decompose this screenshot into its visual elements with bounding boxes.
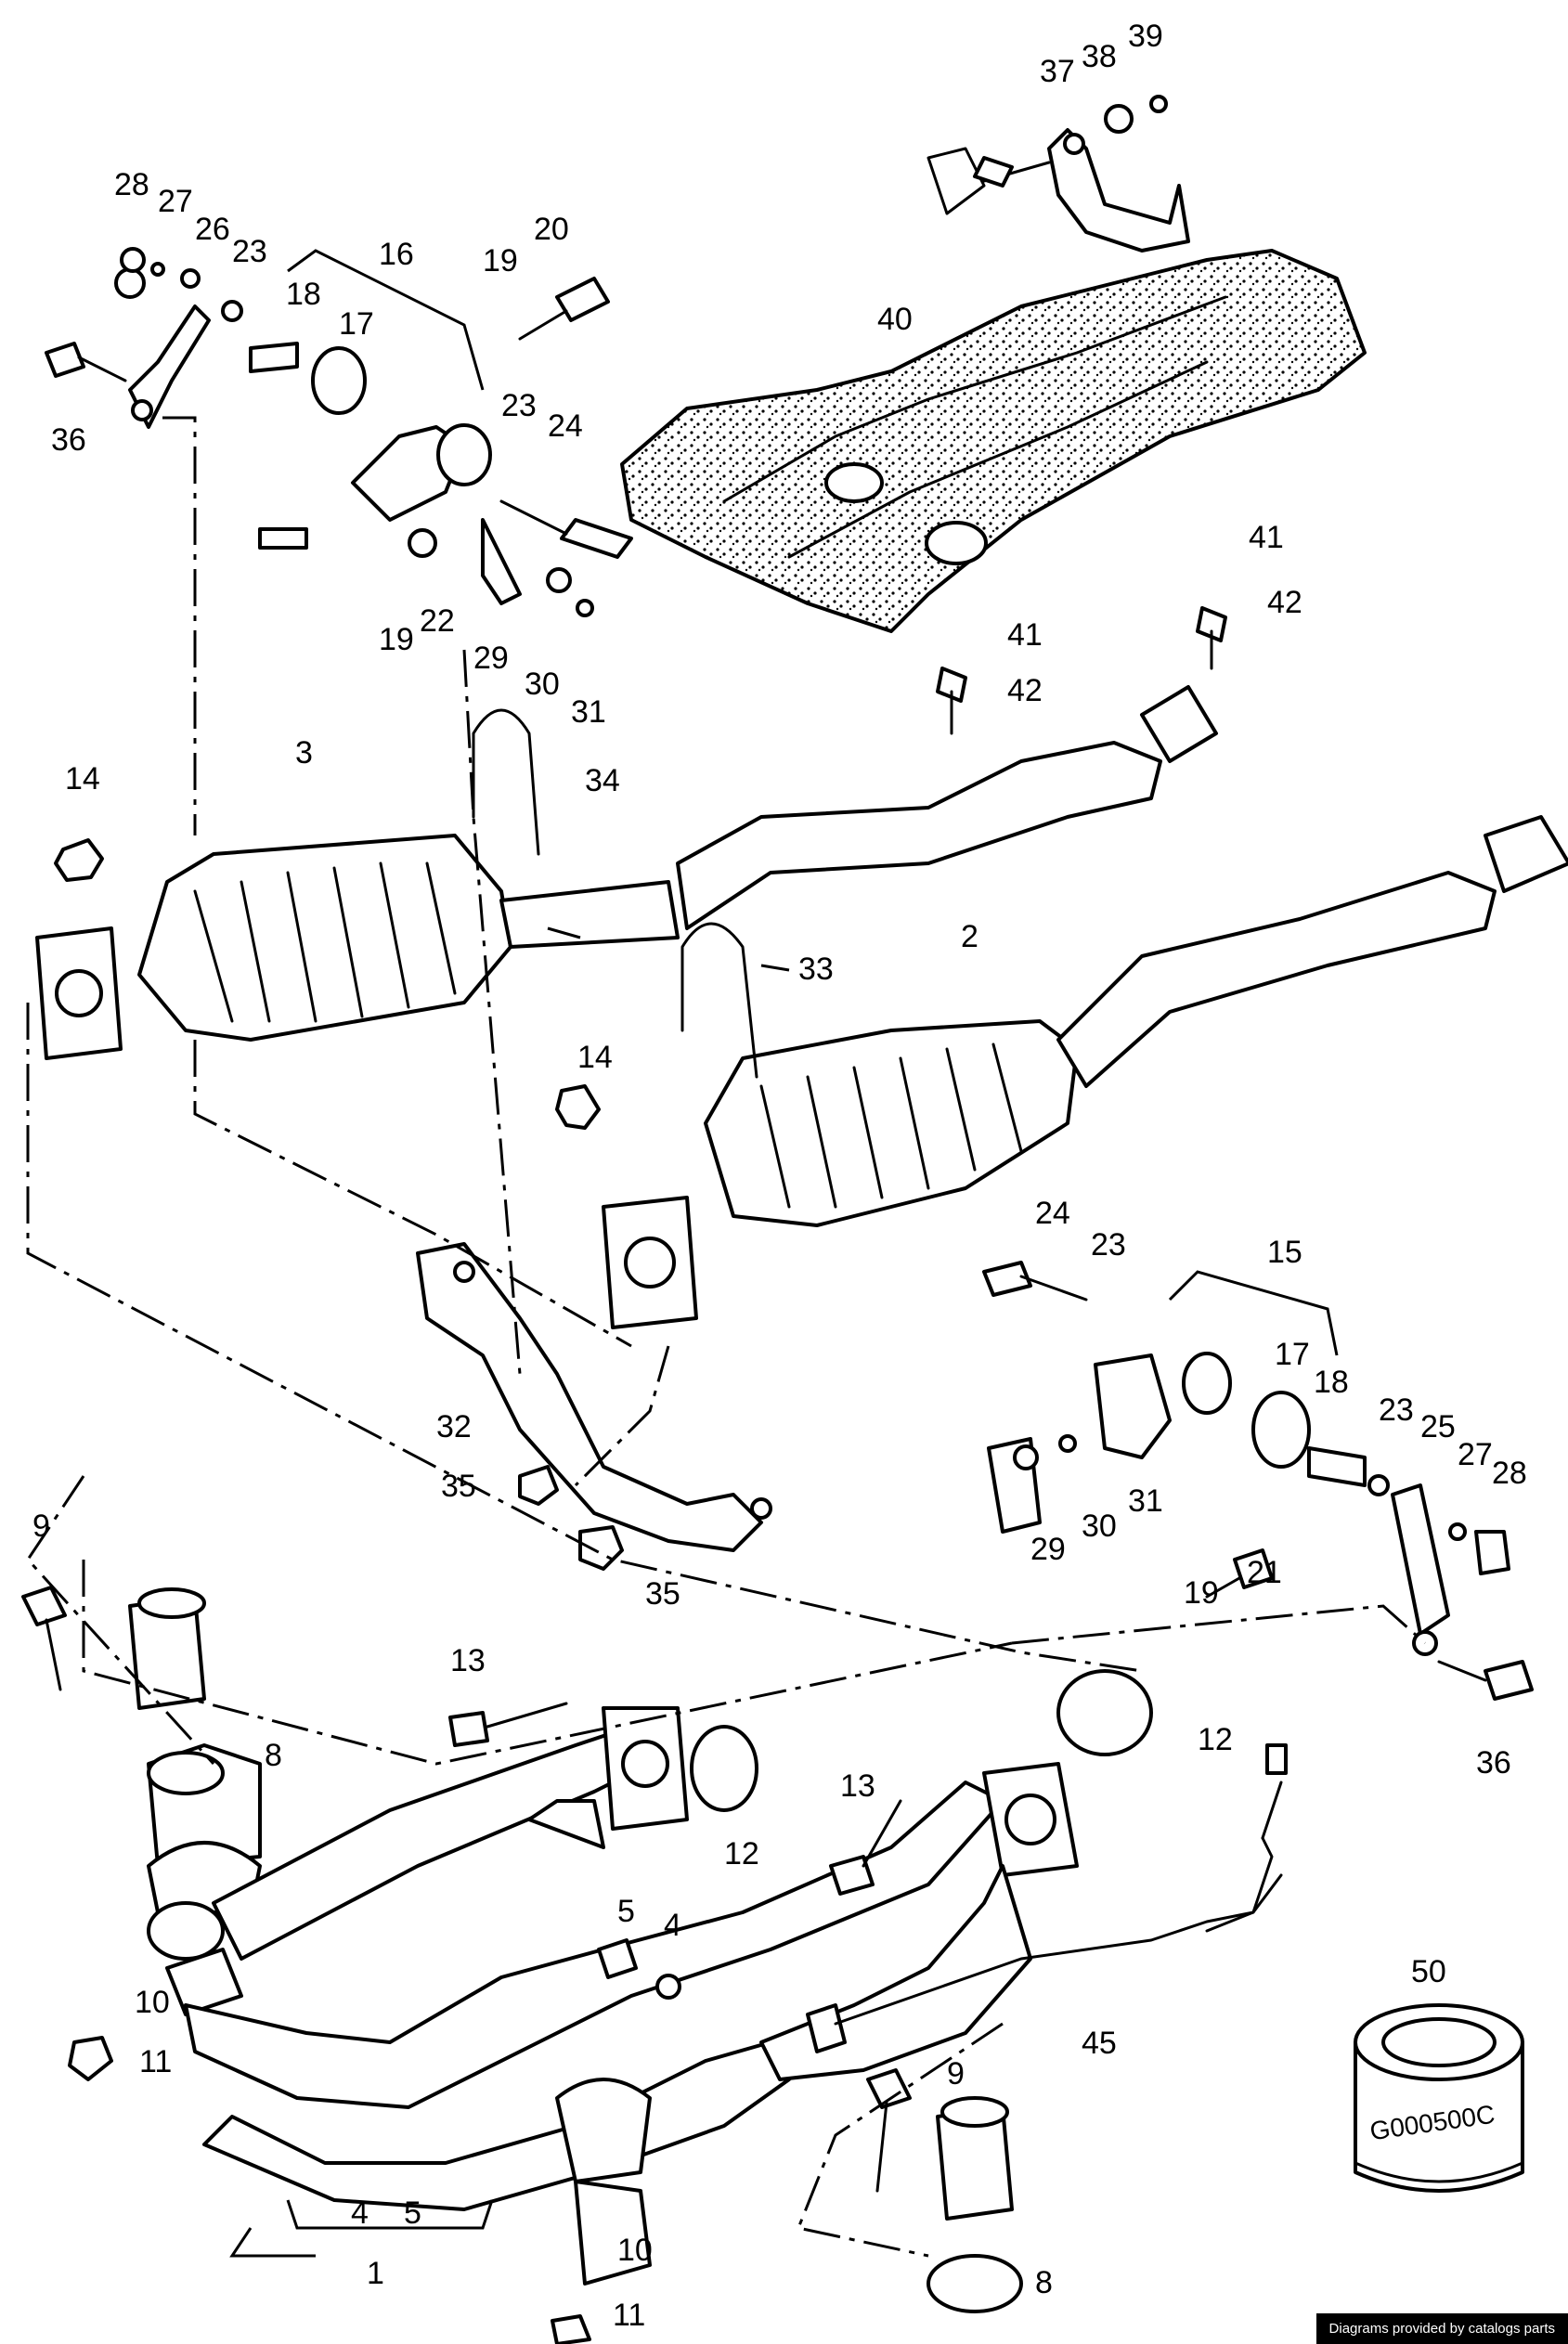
- callout-40: 40: [877, 302, 913, 337]
- callout-18: 18: [1314, 1365, 1349, 1400]
- heat-shield: [620, 249, 1367, 633]
- callout-50: 50: [1411, 1954, 1446, 1989]
- u-bolt-33: [680, 922, 758, 1079]
- callout-19: 19: [483, 243, 518, 278]
- callout-42: 42: [1267, 585, 1302, 620]
- callout-32: 32: [436, 1409, 472, 1444]
- callout-30: 30: [1082, 1509, 1117, 1544]
- callout-31: 31: [571, 694, 606, 730]
- callout-14: 14: [577, 1040, 613, 1075]
- callout-36: 36: [1476, 1745, 1511, 1781]
- callout-30: 30: [525, 667, 560, 702]
- callout-12: 12: [724, 1836, 759, 1871]
- callout-26: 26: [195, 212, 230, 247]
- callout-8: 8: [1035, 2265, 1053, 2300]
- callout-4: 4: [664, 1908, 681, 1943]
- callout-38: 38: [1082, 39, 1117, 74]
- product-can-50: [1354, 2003, 1524, 2193]
- callout-27: 27: [1458, 1437, 1493, 1472]
- callout-17: 17: [1275, 1337, 1310, 1372]
- callout-10: 10: [135, 1985, 170, 2020]
- mounting-bracket-37: [927, 95, 1190, 253]
- callout-23: 23: [232, 234, 267, 269]
- callout-21: 21: [1247, 1555, 1282, 1590]
- callout-13: 13: [840, 1768, 875, 1804]
- callout-29: 29: [1030, 1532, 1066, 1567]
- callout-27: 27: [158, 184, 193, 219]
- bolts-top-left: [45, 156, 1227, 735]
- callout-11: 11: [139, 2044, 172, 2079]
- callout-28: 28: [114, 167, 149, 202]
- front-pipe-assembly-1: [147, 1706, 1079, 2286]
- callout-33: 33: [798, 952, 834, 987]
- callout-28: 28: [1492, 1456, 1527, 1491]
- callout-35: 35: [441, 1469, 476, 1504]
- bracket-assembly-15: [982, 1261, 1534, 1701]
- callout-10: 10: [617, 2233, 653, 2268]
- callout-23: 23: [1091, 1227, 1126, 1263]
- callout-37: 37: [1040, 54, 1075, 89]
- callout-22: 22: [420, 603, 455, 639]
- callouts: 28 27 26 23 18 16 17 19 20 36 23 24 19 2…: [32, 19, 1527, 2333]
- u-bolt-34: [472, 708, 540, 856]
- assembly-lines: [26, 416, 1426, 2258]
- callout-19: 19: [379, 622, 414, 657]
- callout-9: 9: [947, 2056, 965, 2091]
- bracket-assembly-16: [114, 247, 594, 617]
- callout-5: 5: [617, 1894, 635, 1929]
- callout-24: 24: [1035, 1196, 1070, 1231]
- callout-25: 25: [1420, 1409, 1456, 1444]
- catalytic-converter-2: [602, 815, 1568, 1329]
- callout-3: 3: [295, 735, 313, 771]
- callout-23: 23: [1379, 1392, 1414, 1428]
- callout-13: 13: [450, 1643, 486, 1678]
- callout-12: 12: [1198, 1722, 1233, 1757]
- callout-29: 29: [473, 641, 509, 676]
- callout-45: 45: [1082, 2026, 1117, 2061]
- callout-1: 1: [367, 2256, 384, 2291]
- oxygen-sensor-45: [806, 1743, 1288, 2053]
- callout-8: 8: [265, 1738, 282, 1773]
- callout-19: 19: [1184, 1575, 1219, 1611]
- credit-badge: Diagrams provided by catalogs parts: [1315, 2313, 1568, 2344]
- callout-11: 11: [613, 2298, 645, 2333]
- leader-lines: [229, 249, 1339, 2258]
- callout-31: 31: [1128, 1483, 1163, 1519]
- callout-41: 41: [1249, 520, 1284, 555]
- nuts-14: [54, 838, 601, 1130]
- callout-20: 20: [534, 212, 569, 247]
- callout-34: 34: [585, 763, 620, 798]
- seals: [128, 1587, 1153, 2313]
- exhaust-pipe-upper: [676, 685, 1218, 930]
- callout-4: 4: [351, 2195, 369, 2231]
- callout-35: 35: [645, 1576, 680, 1612]
- callout-41: 41: [1007, 617, 1043, 653]
- callout-42: 42: [1007, 673, 1043, 708]
- callout-17: 17: [339, 306, 374, 342]
- callout-14: 14: [65, 761, 100, 796]
- bolts-lower: [21, 1586, 912, 2344]
- catalytic-converter-3: [35, 834, 680, 1060]
- callout-36: 36: [51, 422, 86, 458]
- callout-15: 15: [1267, 1235, 1302, 1270]
- callout-2: 2: [961, 919, 978, 954]
- callout-16: 16: [379, 237, 414, 272]
- callout-23: 23: [501, 388, 537, 423]
- crossmember-32: [416, 1242, 772, 1571]
- callout-24: 24: [548, 408, 583, 444]
- callout-9: 9: [32, 1509, 50, 1544]
- callout-18: 18: [286, 277, 321, 312]
- callout-5: 5: [404, 2195, 421, 2231]
- callout-39: 39: [1128, 19, 1163, 54]
